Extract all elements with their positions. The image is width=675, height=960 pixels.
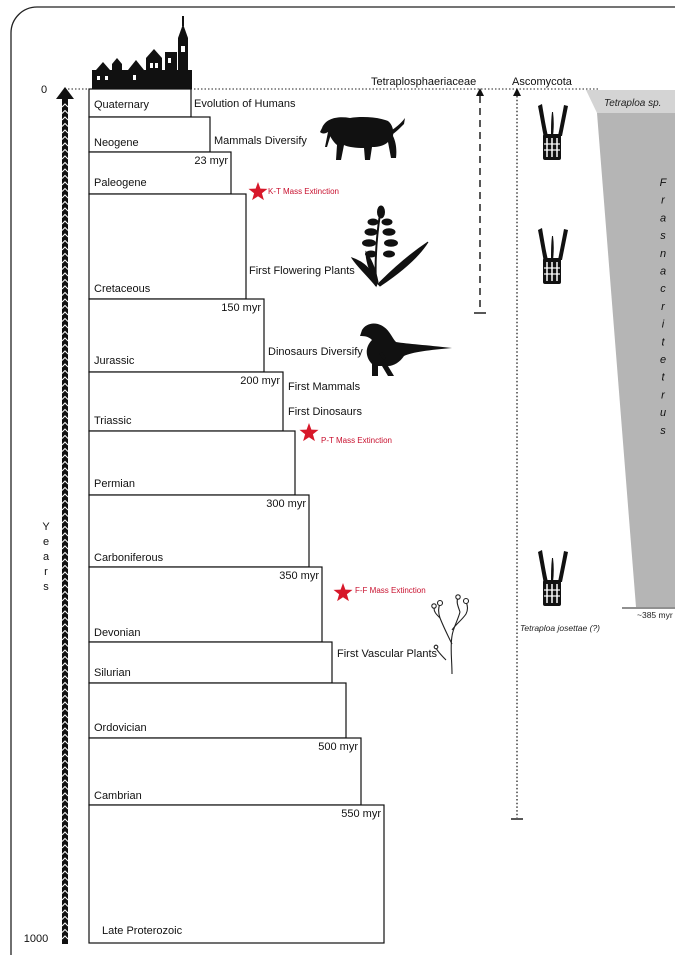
frasnacritetrus-letter: u xyxy=(660,407,666,419)
period-name: Silurian xyxy=(94,667,131,679)
period-name: Permian xyxy=(94,478,135,490)
period-name: Jurassic xyxy=(94,355,135,367)
myr-label: 300 myr xyxy=(266,498,306,510)
age-label: ~385 myr xyxy=(637,610,673,620)
frasnacritetrus-letter: c xyxy=(660,283,666,295)
ascomycota-label: Ascomycota xyxy=(512,76,573,88)
period-name: Triassic xyxy=(94,415,132,427)
period-name: Cambrian xyxy=(94,790,142,802)
axis-label-letter: r xyxy=(44,566,48,578)
lineage-ranges: Tetraplosphaeriaceae Ascomycota xyxy=(371,76,573,819)
fossil-label: Tetraploa josettae (?) xyxy=(520,623,600,633)
years-axis: 0 1000 Y e a r s xyxy=(24,84,74,945)
frasnacritetrus-letter: e xyxy=(660,354,666,366)
extinction-star-icon xyxy=(249,182,268,200)
tetraploa-sp-label: Tetraploa sp. xyxy=(604,98,661,109)
sabertooth-cat-icon xyxy=(320,117,405,160)
myr-label: 150 myr xyxy=(221,302,261,314)
extinction-star-icon xyxy=(334,583,353,601)
axis-arrowhead xyxy=(56,87,74,99)
axis-bottom-value: 1000 xyxy=(24,933,48,945)
frasnacritetrus-letter: s xyxy=(660,425,666,437)
period-name: Ordovician xyxy=(94,722,147,734)
myr-label: 23 myr xyxy=(194,155,228,167)
period-box-late-proterozoic xyxy=(89,805,384,943)
extinction-label: F-F Mass Extinction xyxy=(355,586,426,595)
range-arrowhead xyxy=(476,88,484,96)
frasnacritetrus-letter: s xyxy=(660,230,666,242)
period-name: Cretaceous xyxy=(94,283,151,295)
event-label: First Mammals xyxy=(288,381,361,393)
tetraplosphaeriaceae-label: Tetraplosphaeriaceae xyxy=(371,76,476,88)
event-label: First Dinosaurs xyxy=(288,406,362,418)
vascular-plant-icon xyxy=(432,595,469,674)
axis-bar xyxy=(62,98,68,944)
myr-label: 550 myr xyxy=(341,808,381,820)
period-name: Neogene xyxy=(94,137,139,149)
tetraploa-conidium-icon xyxy=(538,228,568,284)
period-name: Late Proterozoic xyxy=(102,925,183,937)
period-name: Quaternary xyxy=(94,99,150,111)
tetraploa-conidium-icon xyxy=(538,104,568,160)
myr-label: 500 myr xyxy=(318,741,358,753)
event-label: First Vascular Plants xyxy=(337,648,438,660)
tetraploa-conidium-icon xyxy=(538,550,568,606)
period-name: Carboniferous xyxy=(94,552,164,564)
flowering-plant-icon xyxy=(352,206,428,286)
period-name: Paleogene xyxy=(94,177,147,189)
dinosaur-icon xyxy=(360,323,452,376)
axis-top-value: 0 xyxy=(41,84,47,96)
axis-label-letter: s xyxy=(43,581,49,593)
frasnacritetrus-letter: a xyxy=(660,212,666,224)
axis-label-letter: Y xyxy=(42,521,50,533)
event-label: Mammals Diversify xyxy=(214,135,307,147)
event-label: Dinosaurs Diversify xyxy=(268,346,363,358)
frasnacritetrus-letter: a xyxy=(660,266,666,278)
period-name: Devonian xyxy=(94,627,140,639)
city-skyline-icon xyxy=(92,16,192,89)
extinction-star-icon xyxy=(300,423,319,441)
myr-label: 200 myr xyxy=(240,375,280,387)
event-label: Evolution of Humans xyxy=(194,98,296,110)
axis-label-letter: e xyxy=(43,536,49,548)
period-staircase xyxy=(89,89,384,943)
frasnacritetrus-letter: n xyxy=(660,248,666,260)
extinction-label: P-T Mass Extinction xyxy=(321,436,392,445)
axis-label-letter: a xyxy=(43,551,50,563)
event-label: First Flowering Plants xyxy=(249,265,355,277)
extinction-label: K-T Mass Extinction xyxy=(268,187,339,196)
axis-label-letters: Y e a r s xyxy=(42,521,50,593)
myr-label: 350 myr xyxy=(279,570,319,582)
